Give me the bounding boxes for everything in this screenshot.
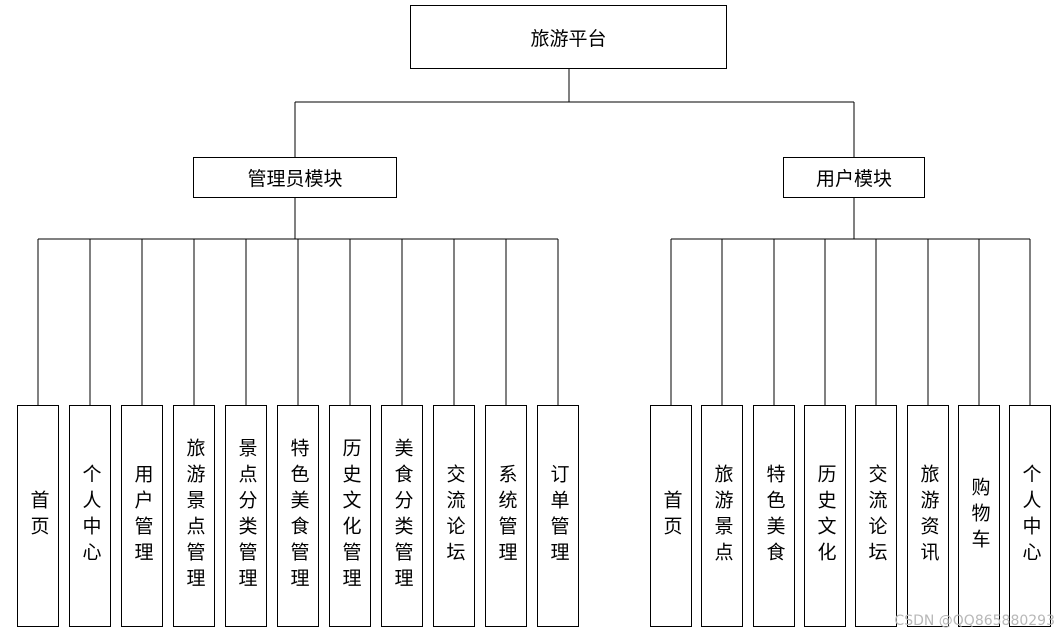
admin-leaf-node: 特色美食管理 (277, 405, 319, 627)
admin-leaf-label: 订单管理 (547, 464, 570, 568)
watermark-text: CSDN @QQ865880293 (894, 613, 1055, 629)
user-leaf-node: 旅游景点 (701, 405, 743, 627)
user-leaf-label: 旅游景点 (711, 464, 734, 568)
user-leaf-node: 历史文化 (804, 405, 846, 627)
admin-leaf-label: 历史文化管理 (339, 438, 362, 594)
admin-leaf-label: 特色美食管理 (287, 438, 310, 594)
user-leaf-node: 首页 (650, 405, 692, 627)
admin-leaf-label: 美食分类管理 (391, 438, 414, 594)
user-leaf-node: 交流论坛 (855, 405, 897, 627)
user-leaf-label: 购物车 (968, 477, 991, 555)
admin-leaf-node: 系统管理 (485, 405, 527, 627)
user-leaf-node: 购物车 (958, 405, 1000, 627)
user-leaf-label: 旅游资讯 (917, 464, 940, 568)
admin-leaf-node: 个人中心 (69, 405, 111, 627)
user-leaf-label: 个人中心 (1019, 464, 1042, 568)
admin-leaf-node: 用户管理 (121, 405, 163, 627)
admin-leaf-node: 景点分类管理 (225, 405, 267, 627)
user-leaf-label: 特色美食 (763, 464, 786, 568)
admin-leaf-label: 景点分类管理 (235, 438, 258, 594)
admin-leaf-label: 旅游景点管理 (183, 438, 206, 594)
admin-leaf-node: 交流论坛 (433, 405, 475, 627)
admin-leaf-node: 旅游景点管理 (173, 405, 215, 627)
admin-leaf-node: 历史文化管理 (329, 405, 371, 627)
user-leaf-label: 首页 (660, 490, 683, 542)
user-leaf-label: 交流论坛 (865, 464, 888, 568)
user-module-node: 用户模块 (783, 157, 925, 198)
admin-module-node: 管理员模块 (193, 157, 397, 198)
user-leaf-node: 个人中心 (1009, 405, 1051, 627)
user-leaf-node: 旅游资讯 (907, 405, 949, 627)
admin-leaf-label: 交流论坛 (443, 464, 466, 568)
admin-leaf-label: 个人中心 (79, 464, 102, 568)
user-leaf-node: 特色美食 (753, 405, 795, 627)
admin-leaf-node: 美食分类管理 (381, 405, 423, 627)
admin-leaf-label: 用户管理 (131, 464, 154, 568)
root-node: 旅游平台 (410, 5, 727, 69)
user-leaf-label: 历史文化 (814, 464, 837, 568)
admin-leaf-label: 首页 (27, 490, 50, 542)
admin-leaf-label: 系统管理 (495, 464, 518, 568)
admin-leaf-node: 订单管理 (537, 405, 579, 627)
admin-leaf-node: 首页 (17, 405, 59, 627)
